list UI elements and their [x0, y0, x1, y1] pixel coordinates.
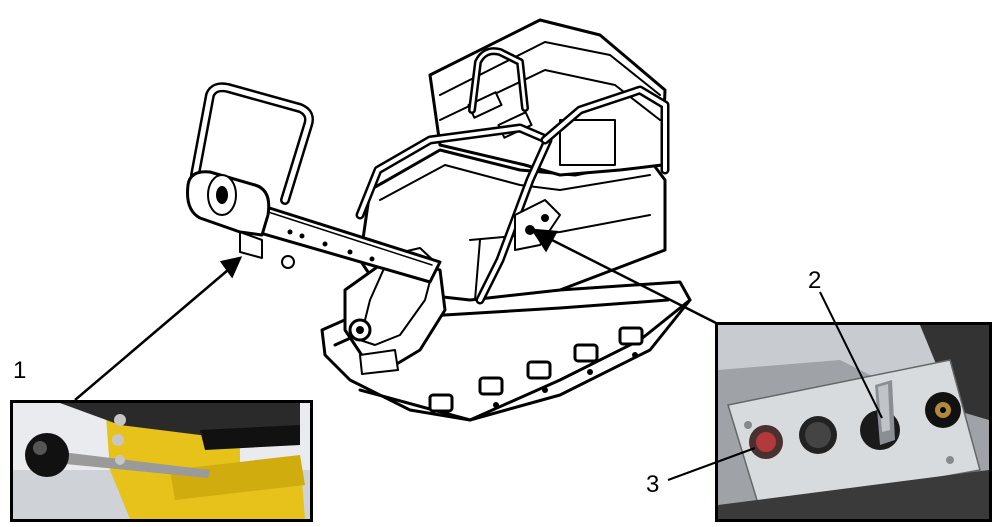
callout-2-label: 2 [808, 267, 821, 294]
callout-1-label: 1 [13, 357, 26, 384]
arrow-1-head [219, 256, 243, 279]
throttle-lever-photo [10, 400, 313, 522]
arrow-2-line [547, 236, 719, 326]
plate-compactor-illustration [186, 18, 692, 422]
arrow-2-head [530, 228, 559, 253]
leader-lines [74, 228, 883, 481]
arrow-1-line [74, 269, 229, 401]
callout-3-leader [667, 447, 756, 481]
callout-2-leader [819, 291, 883, 419]
callout-3-label: 3 [646, 471, 659, 498]
control-panel-photo [715, 322, 992, 522]
